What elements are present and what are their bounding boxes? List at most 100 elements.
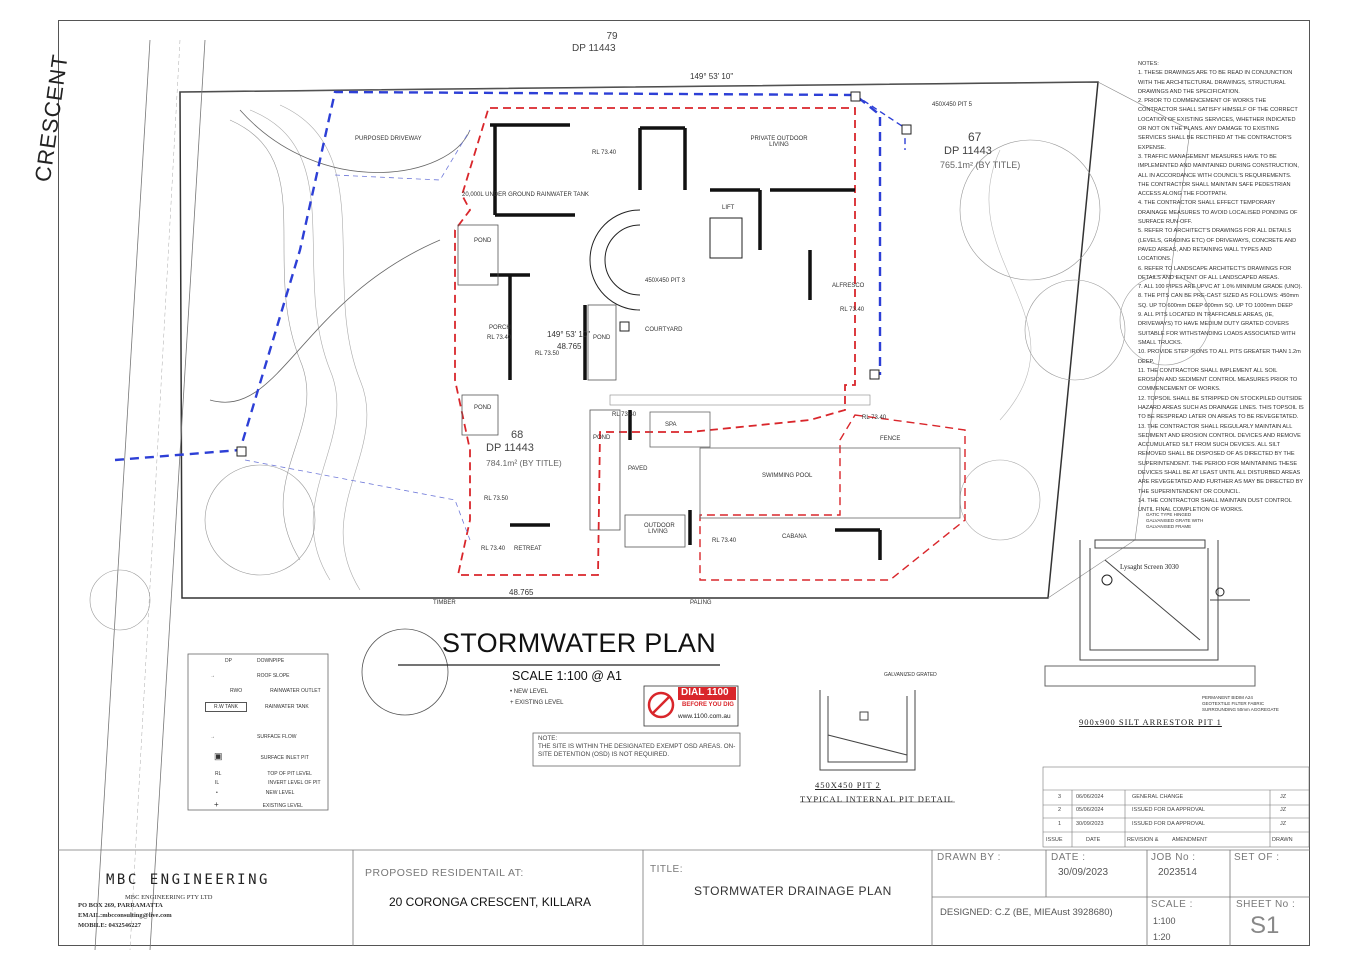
rl-level: RL 73.40 bbox=[862, 415, 887, 421]
revision-header: ISSUE DATE REVISION & AMENDMENT DRAWN bbox=[1046, 837, 1293, 843]
general-notes: NOTES: 1. THESE DRAWINGS ARE TO BE READ … bbox=[1138, 60, 1304, 516]
osd-note: NOTE: THE SITE IS WITHIN THE DESIGNATED … bbox=[538, 735, 738, 759]
dist-bottom: 48.765 bbox=[509, 588, 534, 597]
note-item: 8. THE PITS CAN BE PRE-CAST SIZED AS FOL… bbox=[1138, 293, 1299, 309]
note-item: 2. PRIOR TO COMMENCEMENT OF WORKS THE CO… bbox=[1138, 98, 1298, 151]
note-item: 13. THE CONTRACTOR SHALL REGULARLY MAINT… bbox=[1138, 423, 1304, 495]
pit2-detail bbox=[819, 690, 916, 771]
galvanized-grated-label: GALVANIZED GRATED bbox=[884, 672, 937, 678]
lot-79-label: 79 bbox=[606, 31, 618, 42]
silt-arrestor-detail bbox=[1044, 539, 1256, 687]
building-walls bbox=[490, 123, 882, 560]
pit-1 bbox=[850, 91, 861, 102]
rl-level: RL 73.40 bbox=[592, 150, 617, 156]
rl-level: RL 73.40 bbox=[712, 538, 737, 544]
note-item: 10. PROVIDE STEP IRONS TO ALL PITS GREAT… bbox=[1138, 349, 1301, 365]
legend-existing-level: +EXISTING LEVEL bbox=[214, 800, 303, 809]
osd-note-text: THE SITE IS WITHIN THE DESIGNATED EXEMPT… bbox=[538, 743, 736, 758]
north-point-circle bbox=[361, 628, 449, 716]
note-item: 14. THE CONTRACTOR SHALL MAINTAIN DUST C… bbox=[1138, 497, 1292, 514]
pit3-label: 450X450 PIT 3 bbox=[645, 278, 685, 284]
scale-value-2: 1:20 bbox=[1153, 932, 1171, 942]
porch-label: PORCH bbox=[489, 325, 511, 331]
rl-level: RL 73.50 bbox=[484, 496, 509, 502]
alfresco-label: ALFRESCO bbox=[832, 283, 865, 289]
company-name: MBC ENGINEERING bbox=[106, 872, 270, 888]
sheet-label: SHEET No : bbox=[1236, 899, 1296, 910]
grate-note: GATIC TYPE HINGED GALVANISED GRATE WITH … bbox=[1146, 512, 1204, 529]
lot-68-label: 68 bbox=[511, 429, 524, 441]
driveway-label: PURPOSED DRIVEWAY bbox=[355, 136, 422, 142]
legend-new-level: •NEW LEVEL bbox=[216, 790, 295, 796]
rl-level: RL 73.40 bbox=[612, 412, 637, 418]
courtyard-label: COURTYARD bbox=[645, 327, 683, 333]
fence-label: FENCE bbox=[880, 436, 901, 442]
pool-outline bbox=[699, 414, 966, 581]
sheet-value: S1 bbox=[1250, 912, 1280, 939]
outdoor-living-label: OUTDOOR LIVING bbox=[644, 523, 675, 535]
pool-label: SWIMMING POOL bbox=[762, 473, 813, 479]
note-item: 12. TOPSOIL SHALL BE STRIPPED ON STOCKPI… bbox=[1138, 395, 1304, 421]
set-label: SET OF : bbox=[1234, 852, 1280, 863]
timber-label: TIMBER bbox=[433, 600, 456, 606]
lysaght-screen-label: Lysaght Screen 3030 bbox=[1120, 563, 1179, 571]
pond-label-3: POND bbox=[593, 335, 611, 341]
note-item: 4. THE CONTRACTOR SHALL EFFECT TEMPORARY… bbox=[1138, 200, 1298, 226]
stormwater-pipe bbox=[114, 90, 882, 462]
pit-5 bbox=[901, 124, 912, 135]
pond-label-2: POND bbox=[474, 405, 492, 411]
dist-mid: 48.765 bbox=[557, 342, 582, 351]
note-item: 6. REFER TO LANDSCAPE ARCHITECT'S DRAWIN… bbox=[1138, 265, 1292, 281]
note-item: 7. ALL 100 PIPES ARE UPVC AT 1.0% MINIMU… bbox=[1138, 284, 1303, 291]
new-level-key: • NEW LEVEL bbox=[510, 689, 549, 695]
pond-label-4: POND bbox=[593, 435, 611, 441]
note-item: 11. THE CONTRACTOR SHALL IMPLEMENT ALL S… bbox=[1138, 367, 1298, 393]
scale-label: SCALE : bbox=[1151, 899, 1193, 910]
rl-level: RL 73.40 bbox=[481, 546, 506, 552]
company-mobile: MOBILE: 0432546227 bbox=[78, 922, 142, 929]
paling-label: PALING bbox=[690, 600, 712, 606]
notes-heading: NOTES: bbox=[1138, 61, 1159, 67]
dp-top-label: DP 11443 bbox=[572, 43, 616, 54]
lift-label: LIFT bbox=[722, 205, 735, 211]
note-item: 9. ALL PITS LOCATED IN TRAFFICABLE AREAS… bbox=[1138, 312, 1296, 346]
note-item: 5. REFER TO ARCHITECT'S DRAWINGS FOR ALL… bbox=[1138, 228, 1297, 263]
company-email: EMAIL:mbcconsulting@live.com bbox=[78, 912, 172, 919]
scale-value-1: 1:100 bbox=[1153, 916, 1176, 926]
plan-title: STORMWATER PLAN bbox=[442, 628, 717, 658]
bearing-mid: 149° 53' 10" bbox=[547, 330, 591, 339]
drawn-by-label: DRAWN BY : bbox=[937, 852, 1001, 863]
pond-label-1: POND bbox=[474, 238, 492, 244]
drawing-sheet-border bbox=[58, 20, 1310, 946]
note-item: 1. THESE DRAWINGS ARE TO BE READ IN CONJ… bbox=[1138, 70, 1293, 95]
bearing-top: 149° 53' 10" bbox=[690, 72, 734, 81]
pit-4 bbox=[869, 369, 880, 380]
dial-url: www.1100.com.au bbox=[678, 713, 731, 720]
tank-label: 20,000L UNDER GROUND RAINWATER TANK bbox=[462, 192, 589, 198]
retreat-label: RETREAT bbox=[514, 546, 542, 552]
dial-sub: BEFORE YOU DIG bbox=[682, 702, 734, 708]
company-line: MBC ENGINEERING PTY LTD bbox=[125, 894, 213, 901]
dial-logo: DIAL 1100 bbox=[681, 687, 729, 698]
area-67-label: 765.1m² (BY TITLE) bbox=[940, 160, 1021, 170]
legend-surface-inlet-pit: ▣SURFACE INLET PIT bbox=[214, 751, 309, 761]
legend-box bbox=[187, 653, 329, 811]
pit2-title: 450X450 PIT 2 bbox=[815, 780, 881, 790]
dp-68-label: DP 11443 bbox=[486, 442, 534, 454]
paved-label: PAVED bbox=[628, 466, 648, 472]
silt-pit-title: 900x900 SILT ARRESTOR PIT 1 bbox=[1079, 717, 1222, 727]
pit2-subtitle: TYPICAL INTERNAL PIT DETAIL bbox=[800, 794, 954, 804]
rl-level: RL 73.40 bbox=[487, 335, 512, 341]
project-address: 20 CORONGA CRESCENT, KILLARA bbox=[389, 895, 592, 909]
area-68-label: 784.1m² (BY TITLE) bbox=[486, 458, 562, 468]
spa-label: SPA bbox=[665, 422, 677, 428]
revision-row: 1 30/09/2023 ISSUED FOR DA APPROVAL JZ bbox=[1058, 821, 1287, 827]
revision-row: 2 05/06/2024 ISSUED FOR DA APPROVAL JZ bbox=[1058, 807, 1287, 813]
note-item: 3. TRAFFIC MANAGEMENT MEASURES HAVE TO B… bbox=[1138, 153, 1299, 198]
title-label: TITLE: bbox=[650, 864, 684, 875]
revision-row: 3 06/06/2024 GENERAL CHANGE JZ bbox=[1058, 794, 1287, 800]
revision-table bbox=[1042, 766, 1310, 848]
